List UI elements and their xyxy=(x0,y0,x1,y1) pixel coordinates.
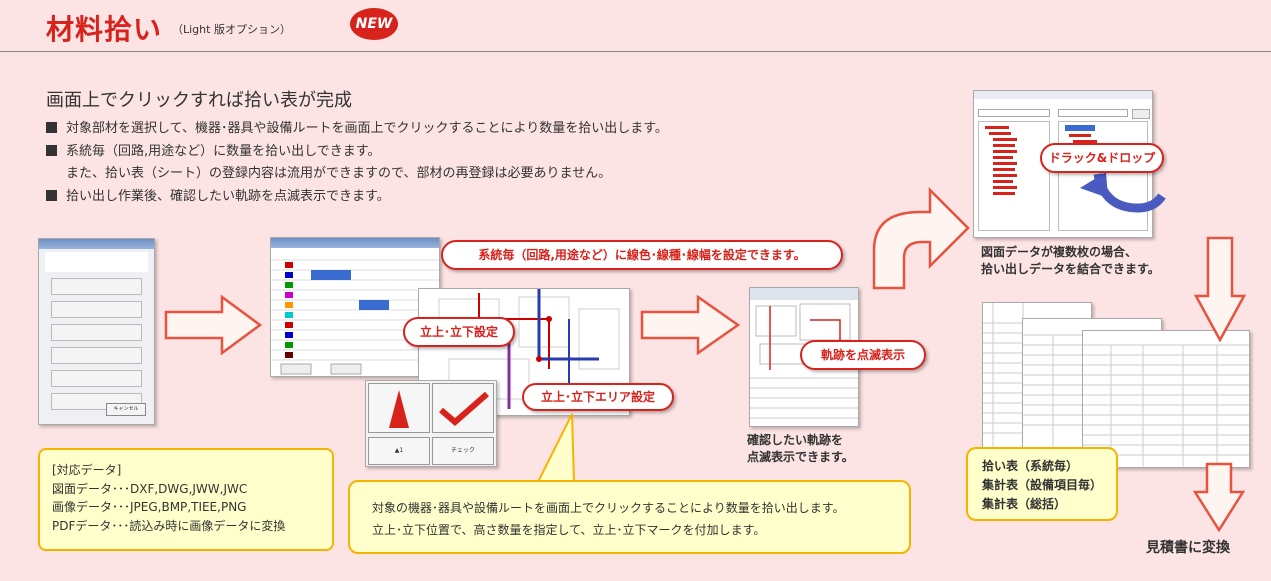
dialog-option-button[interactable] xyxy=(51,347,142,364)
check-icon xyxy=(439,391,489,426)
curved-arrow-icon xyxy=(872,186,970,290)
page-subtitle: （Light 版オプション） xyxy=(172,23,291,36)
drag-drop-callout: ドラック&ドロップ xyxy=(1040,143,1164,173)
bullet-continuation: また、拾い表（シート）の登録内容は流用ができますので、部材の再登録は必要ありませ… xyxy=(46,163,668,186)
new-badge: NEW xyxy=(350,8,398,40)
arrow-down-icon xyxy=(1194,236,1246,342)
dialog-option-button[interactable] xyxy=(51,324,142,341)
feature-bullets: 対象部材を選択して、機器･器具や設備ルートを画面上でクリックすることにより数量を… xyxy=(46,118,668,208)
bullet-text: 対象部材を選択して、機器･器具や設備ルートを画面上でクリックすることにより数量を… xyxy=(66,121,668,136)
arrow-right-icon xyxy=(164,295,263,355)
dialog-screenshot: キャンセル xyxy=(38,238,155,425)
edit-area-screenshot: ▲1 チェック xyxy=(365,380,497,467)
bullet-text: 系統毎（回路,用途など）に数量を拾い出しできます。 xyxy=(66,143,381,159)
dialog-option-button[interactable] xyxy=(51,370,142,387)
merge-tree-left xyxy=(978,121,1050,231)
page-title: 材料拾い xyxy=(46,13,163,46)
drawing-routes-graphic xyxy=(438,289,620,409)
tables-box: 拾い表（系統毎） 集計表（設備項目毎） 集計表（総括） xyxy=(966,447,1118,521)
bullet-item: 拾い出し作業後、確認したい軌跡を点滅表示できます。 xyxy=(46,186,668,209)
updown-tool-button[interactable] xyxy=(368,383,430,433)
supported-line: 画像データ･･･JPEG,BMP,TIEE,PNG xyxy=(52,500,247,514)
tool-button-one[interactable]: ▲1 xyxy=(368,437,430,465)
note-pointer xyxy=(536,413,576,483)
bullet-item: 対象部材を選択して、機器･器具や設備ルートを画面上でクリックすることにより数量を… xyxy=(46,118,668,141)
supported-data-box: [対応データ] 図面データ･･･DXF,DWG,JWW,JWC 画像データ･･･… xyxy=(38,448,334,551)
feature-headline: 画面上でクリックすれば拾い表が完成 xyxy=(46,90,352,111)
dialog-message xyxy=(45,252,148,272)
updown-area-callout: 立上･立下エリア設定 xyxy=(522,383,674,411)
supported-line: 図面データ･･･DXF,DWG,JWW,JWC xyxy=(52,481,248,496)
click-note-line: 対象の機器･器具や設備ルートを画面上でクリックすることにより数量を拾い出します。 xyxy=(372,501,845,515)
click-note-line: 立上･立下位置で、高さ数量を指定して、立上･立下マークを付加します。 xyxy=(372,523,766,537)
square-bullet-icon xyxy=(46,189,57,201)
dialog-cancel-button[interactable]: キャンセル xyxy=(106,403,146,416)
blink-callout: 軌跡を点滅表示 xyxy=(800,340,926,370)
system-color-callout: 系統毎（回路,用途など）に線色･線種･線幅を設定できます。 xyxy=(441,240,843,270)
title-bar: 材料拾い （Light 版オプション） NEW xyxy=(0,0,1271,52)
check-tool-button[interactable] xyxy=(432,383,494,433)
arrow-down-icon xyxy=(1193,462,1245,532)
system-settings-screenshot xyxy=(270,237,440,377)
caption-line: 確認したい軌跡を xyxy=(747,433,844,447)
arrow-right-icon xyxy=(640,295,741,355)
square-bullet-icon xyxy=(46,122,57,133)
square-bullet-icon xyxy=(46,144,57,156)
supported-heading: [対応データ] xyxy=(52,463,122,477)
merge-select-left[interactable] xyxy=(978,109,1050,117)
settings-table-graphic xyxy=(271,259,439,375)
estimate-label: 見積書に変換 xyxy=(1146,540,1230,556)
bullet-text: また、拾い表（シート）の登録内容は流用ができますので、部材の再登録は必要ありませ… xyxy=(66,166,612,181)
updown-callout: 立上･立下設定 xyxy=(403,317,515,347)
viewer-toolbar xyxy=(750,288,858,300)
blink-caption: 確認したい軌跡を 点滅表示できます。 xyxy=(747,432,854,466)
dialog-titlebar xyxy=(39,239,154,249)
tables-line: 集計表（総括） xyxy=(982,497,1067,511)
caption-line: 点滅表示できます。 xyxy=(747,450,854,464)
bullet-item: 系統毎（回路,用途など）に数量を拾い出しできます。 xyxy=(46,141,668,164)
click-note-box: 対象の機器･器具や設備ルートを画面上でクリックすることにより数量を拾い出します。… xyxy=(348,480,911,554)
merge-ok-button[interactable] xyxy=(1132,109,1150,119)
dialog-option-button[interactable] xyxy=(51,301,142,318)
sheet-screenshot-front xyxy=(1082,330,1250,468)
settings-titlebar xyxy=(271,238,439,248)
merge-select-right[interactable] xyxy=(1058,109,1128,117)
sheet-grid-graphic xyxy=(1083,344,1249,467)
tables-line: 集計表（設備項目毎） xyxy=(982,478,1103,492)
tree-left-graphic xyxy=(985,126,1017,195)
triangle-icon xyxy=(389,390,409,428)
dialog-option-button[interactable] xyxy=(51,278,142,295)
caption-line: 拾い出しデータを結合できます。 xyxy=(981,262,1160,276)
caption-line: 図面データが複数枚の場合、 xyxy=(981,245,1138,259)
tables-line: 拾い表（系統毎） xyxy=(982,459,1079,473)
merge-titlebar xyxy=(974,91,1152,99)
merge-caption: 図面データが複数枚の場合、 拾い出しデータを結合できます。 xyxy=(981,244,1160,278)
tool-button-check[interactable]: チェック xyxy=(432,437,494,465)
supported-line: PDFデータ･･･読込み時に画像データに変換 xyxy=(52,518,286,533)
bullet-text: 拾い出し作業後、確認したい軌跡を点滅表示できます。 xyxy=(66,188,390,204)
drag-curved-arrow-icon xyxy=(1080,172,1166,213)
